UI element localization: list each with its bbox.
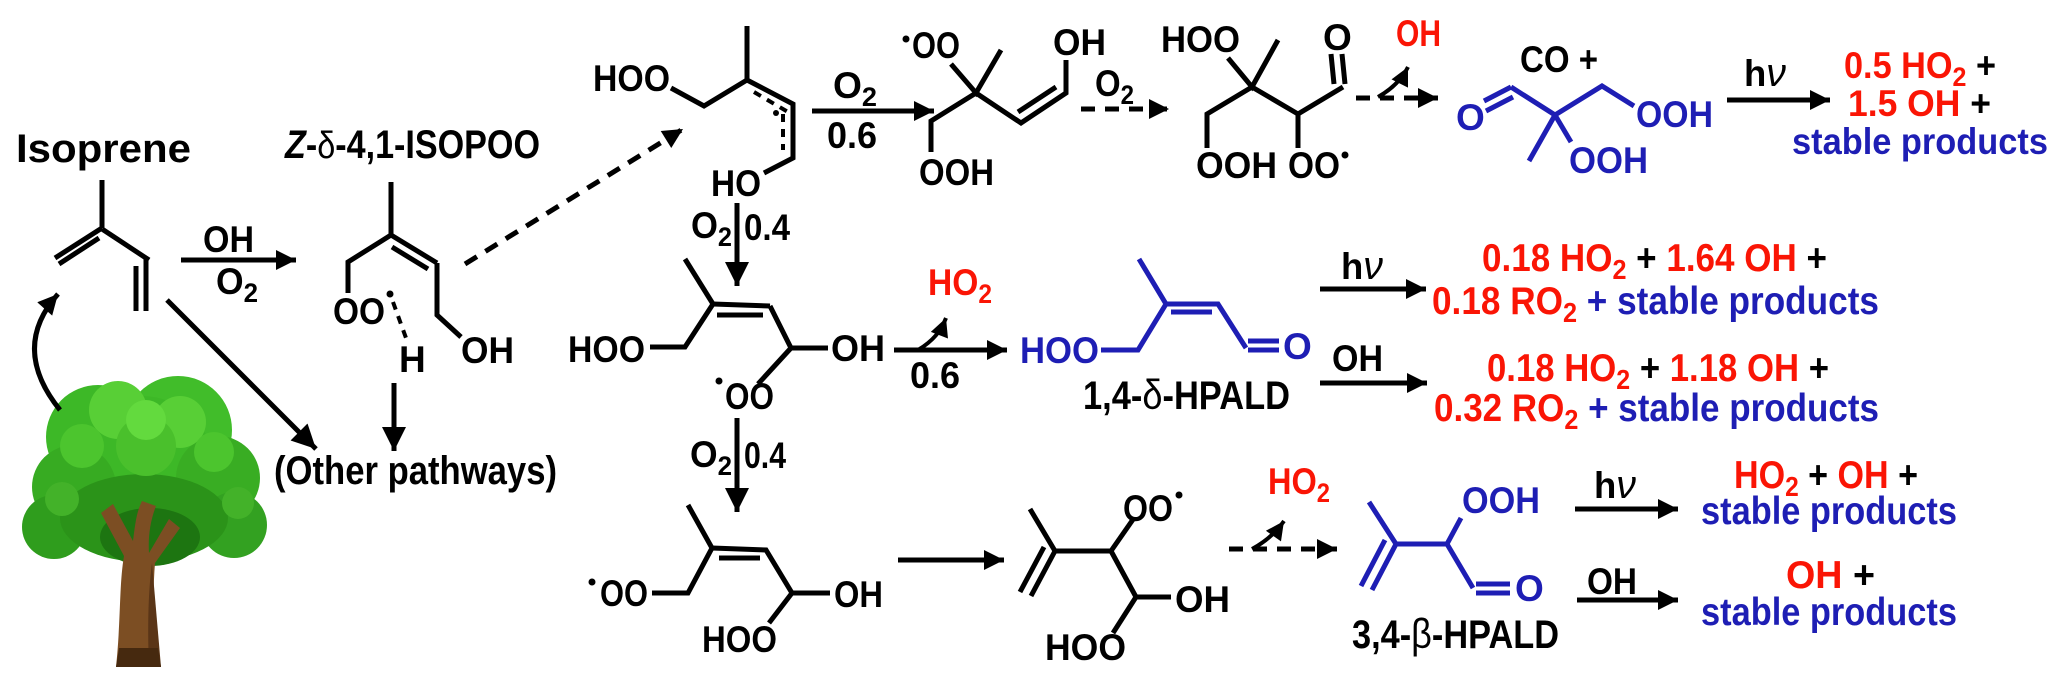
svg-text:CO +: CO + — [1520, 39, 1598, 80]
svg-text:Z-δ-4,1-ISOPOO: Z-δ-4,1-ISOPOO — [284, 123, 540, 167]
svg-text:OH: OH — [1587, 561, 1637, 602]
svg-text:OH: OH — [1175, 579, 1230, 620]
svg-text:OO: OO — [600, 573, 648, 614]
svg-text:0.18 HO2 + 1.64 OH +: 0.18 HO2 + 1.64 OH + — [1482, 237, 1827, 285]
svg-text:HO2: HO2 — [928, 262, 992, 309]
svg-text:HO2 + OH +: HO2 + OH + — [1734, 454, 1918, 502]
svg-text:O2: O2 — [691, 205, 732, 252]
svg-text:O2: O2 — [690, 434, 732, 481]
svg-text:OO: OO — [912, 25, 960, 66]
svg-text:OO: OO — [725, 376, 774, 417]
svg-text:OOH: OOH — [1636, 94, 1713, 135]
svg-text:OH: OH — [1053, 22, 1106, 63]
svg-text:O: O — [1323, 17, 1352, 58]
svg-text:1,4-δ-HPALD: 1,4-δ-HPALD — [1083, 371, 1290, 418]
svg-text:OH: OH — [461, 330, 514, 371]
svg-text:1.5 OH +: 1.5 OH + — [1848, 83, 1991, 124]
svg-text:HOO: HOO — [593, 58, 670, 99]
svg-text:OO: OO — [333, 291, 385, 332]
svg-text:(Other pathways): (Other pathways) — [274, 449, 557, 493]
svg-text:OH +: OH + — [1786, 554, 1875, 597]
svg-text:O: O — [1283, 326, 1312, 367]
svg-text:H: H — [399, 339, 426, 380]
svg-text:0.18 RO2 + stable products: 0.18 RO2 + stable products — [1432, 280, 1879, 328]
svg-text:OH: OH — [1396, 13, 1441, 54]
svg-text:OH: OH — [831, 328, 885, 369]
svg-text:HO: HO — [711, 163, 761, 204]
svg-text:0.4: 0.4 — [744, 435, 786, 476]
svg-text:0.18 HO2 + 1.18 OH +: 0.18 HO2 + 1.18 OH + — [1487, 347, 1829, 395]
svg-text:OH: OH — [834, 574, 883, 615]
svg-text:Isoprene: Isoprene — [16, 127, 191, 171]
svg-text:OOH: OOH — [1196, 145, 1277, 186]
svg-text:OO: OO — [1123, 488, 1173, 529]
svg-text:hν: hν — [1744, 51, 1786, 95]
svg-text:OOH: OOH — [919, 152, 994, 193]
svg-text:hν: hν — [1594, 463, 1636, 507]
svg-text:HOO: HOO — [568, 329, 645, 370]
svg-text:HOO: HOO — [1161, 19, 1240, 60]
svg-text:0.6: 0.6 — [827, 115, 877, 156]
svg-text:0.6: 0.6 — [910, 355, 960, 396]
svg-text:HOO: HOO — [1020, 330, 1099, 371]
svg-text:hν: hν — [1341, 244, 1383, 288]
svg-text:HOO: HOO — [702, 619, 777, 660]
svg-text:HO2: HO2 — [1268, 461, 1330, 508]
svg-text:0.4: 0.4 — [744, 207, 790, 248]
svg-text:OH: OH — [1332, 338, 1383, 379]
svg-text:O: O — [1515, 568, 1544, 609]
svg-text:OOH: OOH — [1569, 140, 1648, 181]
svg-text:0.5 HO2 +: 0.5 HO2 + — [1844, 45, 1996, 92]
svg-text:O2: O2 — [216, 261, 258, 308]
svg-text:O2: O2 — [833, 65, 877, 112]
svg-text:O2: O2 — [1095, 63, 1134, 110]
svg-text:3,4-β-HPALD: 3,4-β-HPALD — [1352, 610, 1559, 657]
svg-text:stable products: stable products — [1792, 121, 2048, 162]
svg-text:0.32 RO2 + stable products: 0.32 RO2 + stable products — [1434, 387, 1879, 435]
svg-text:HOO: HOO — [1045, 627, 1126, 668]
svg-text:stable products: stable products — [1701, 490, 1957, 533]
svg-text:stable products: stable products — [1701, 591, 1957, 634]
svg-text:OO: OO — [1288, 145, 1340, 186]
svg-text:O: O — [1456, 97, 1485, 138]
svg-text:OOH: OOH — [1462, 480, 1540, 521]
svg-text:OH: OH — [203, 219, 254, 260]
